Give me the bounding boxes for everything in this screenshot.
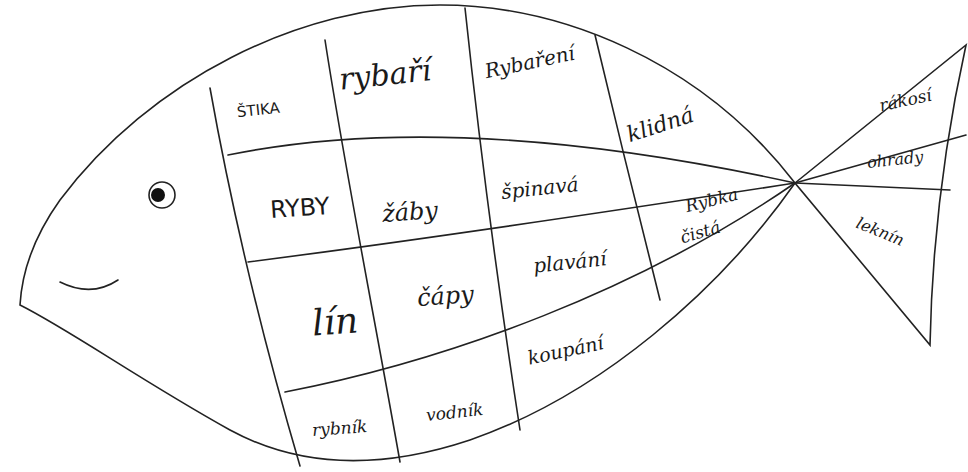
cell-word: klidná [624,104,696,146]
cell-word: rybaří [338,55,433,94]
cell-word: lín [311,302,360,341]
cell-word: vodník [426,401,485,424]
cell-word: ŠTIKA [236,100,280,119]
cell-word: čistá [678,218,722,246]
cell-word: leknín [854,215,906,249]
cell-word: RYBY [269,194,330,222]
cell-word: špinavá [500,174,579,202]
cell-word: plavání [532,248,607,276]
cell-word: rybník [312,418,368,439]
cell-word: čápy [416,282,474,310]
cell-word: ohrady [866,149,924,171]
cell-word: koupání [525,333,604,368]
cell-word: žáby [381,198,438,226]
cell-word: rákosí [877,86,932,114]
cell-word: Rybaření [483,43,577,82]
cell-word: Rybka [684,185,740,214]
